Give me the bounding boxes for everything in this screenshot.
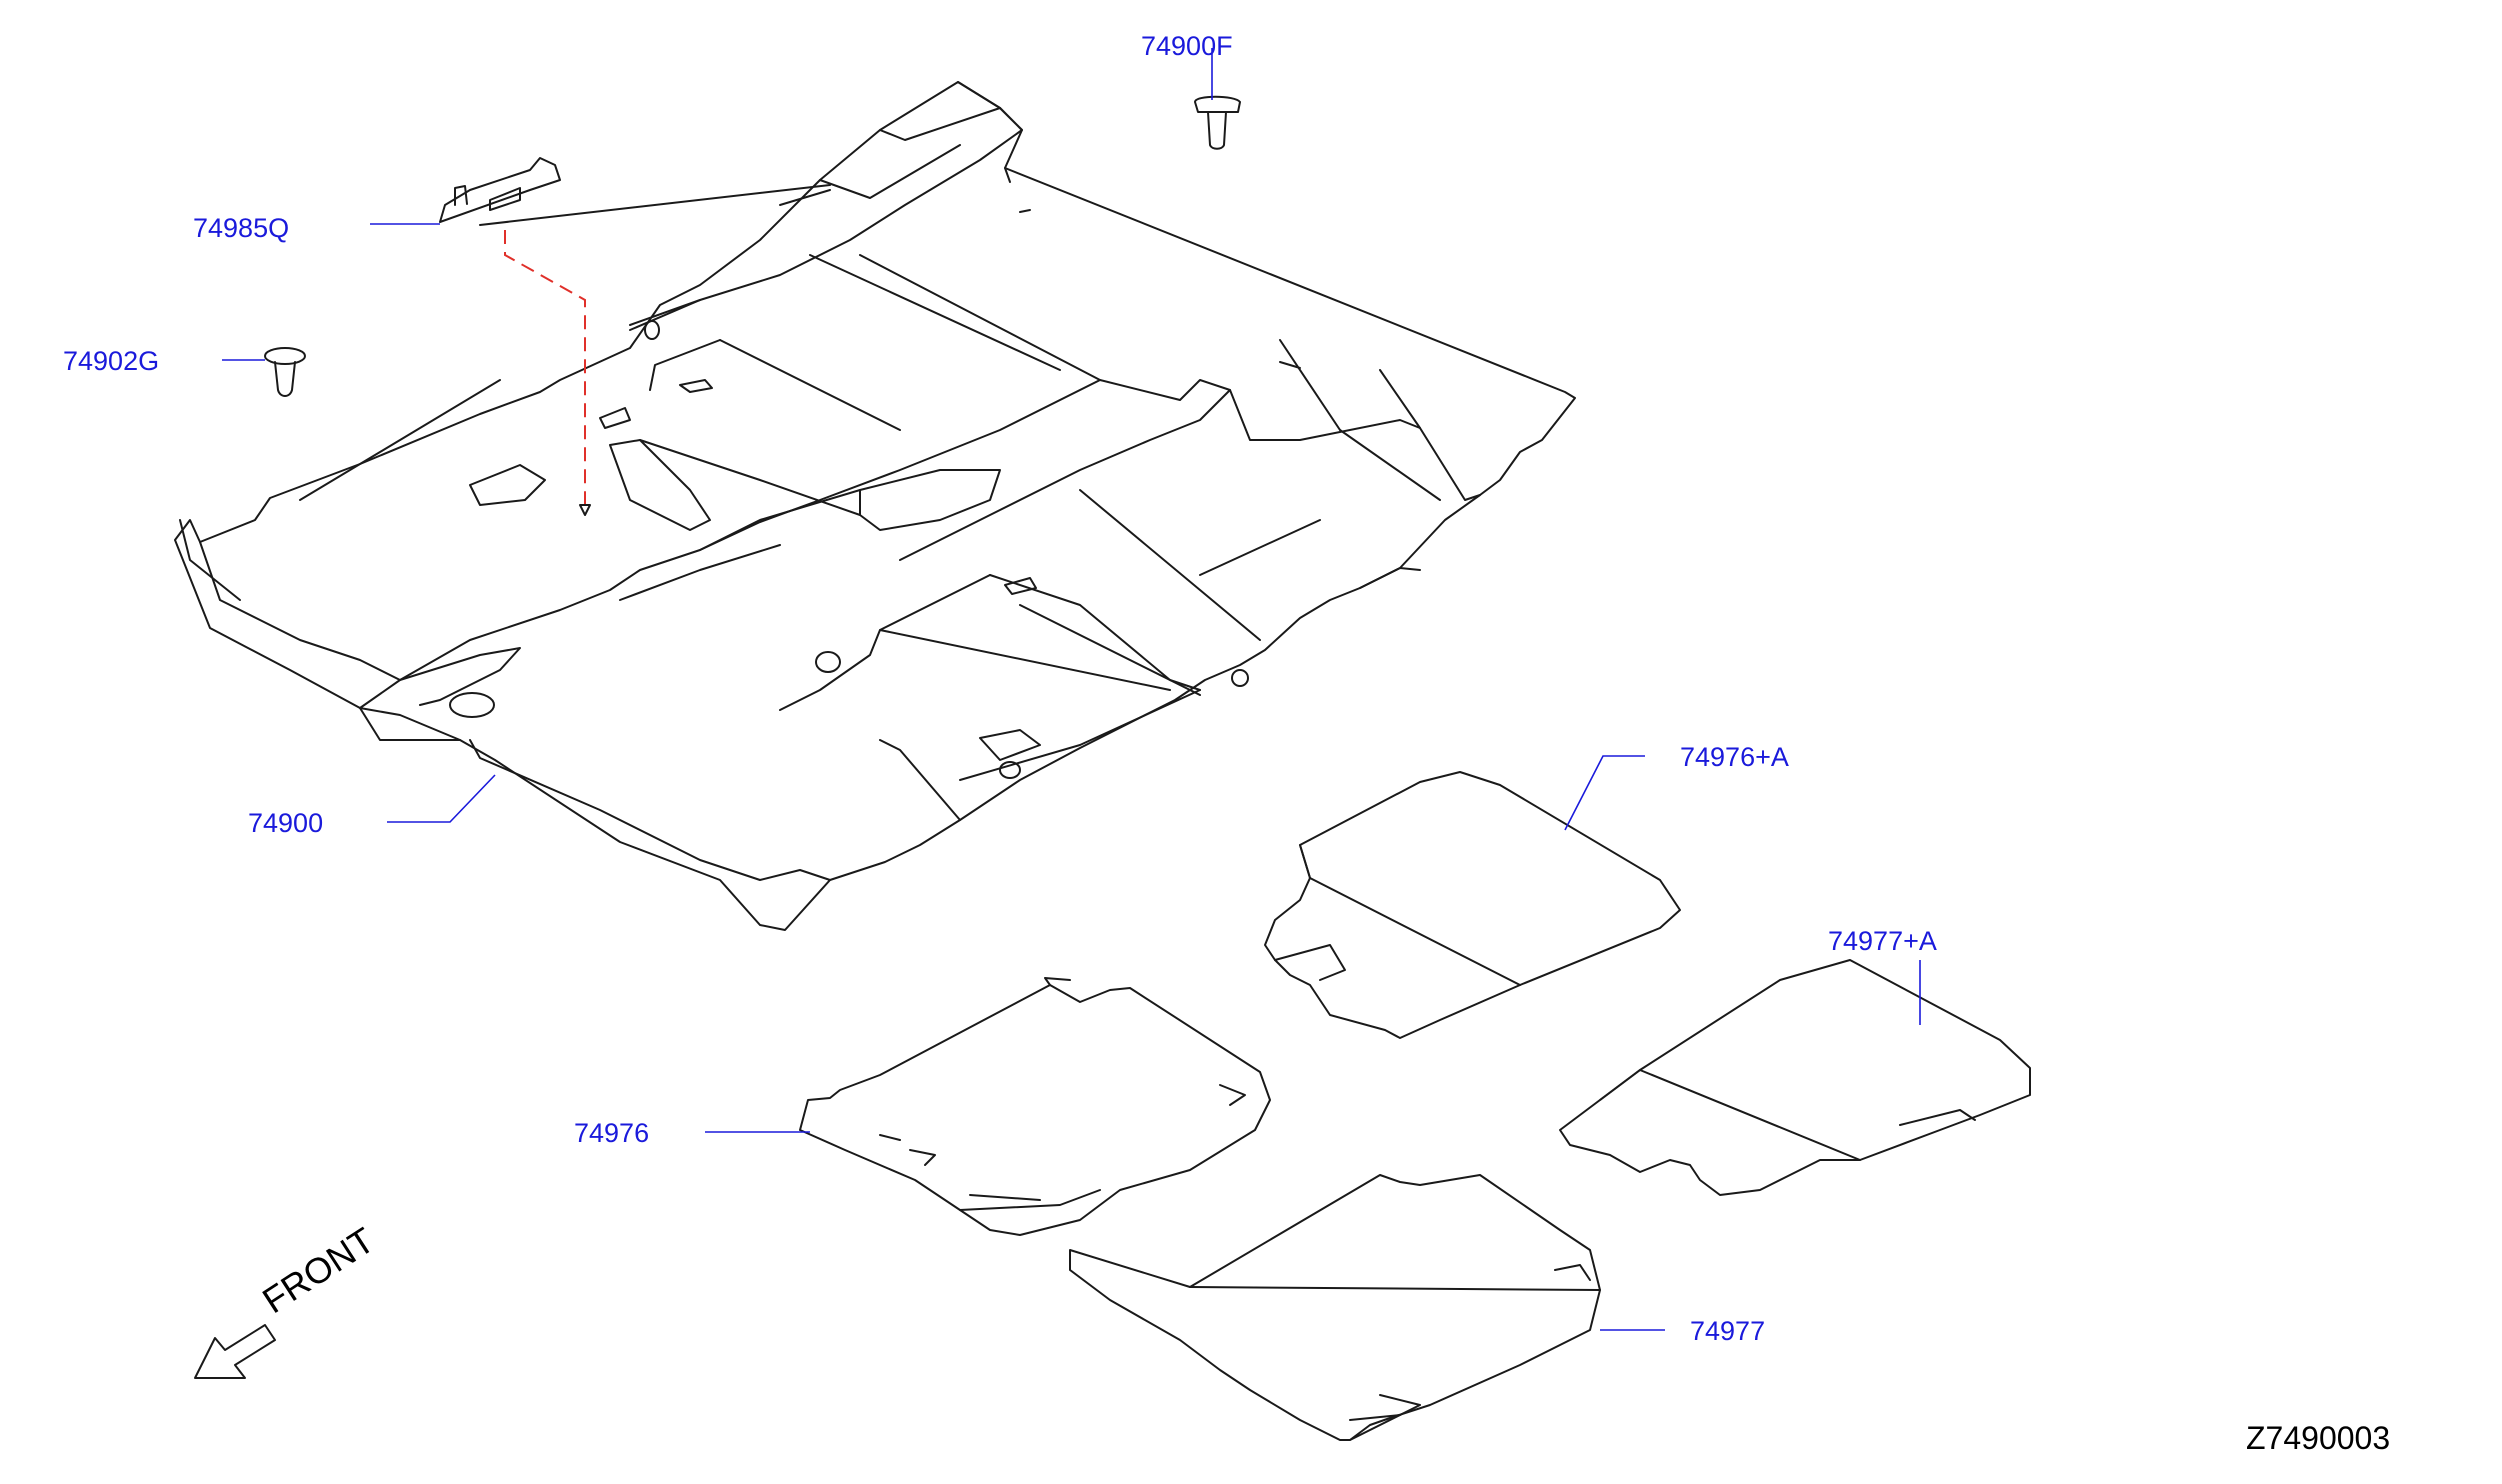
callout-74900F: 74900F bbox=[1141, 31, 1233, 61]
front-arrow-icon bbox=[194, 1324, 276, 1379]
callout-74976: 74976 bbox=[574, 1118, 650, 1148]
callout-74900: 74900 bbox=[248, 808, 324, 838]
mat-74977A bbox=[1559, 959, 2031, 1196]
guide-dashed-line bbox=[504, 230, 586, 510]
diagram-code: Z7490003 bbox=[2246, 1420, 2391, 1456]
callout-74977A: 74977+A bbox=[1828, 926, 1937, 956]
clip-74900F bbox=[1194, 95, 1241, 150]
callout-74976A: 74976+A bbox=[1680, 742, 1789, 772]
mount-point bbox=[579, 504, 591, 516]
mat-74976 bbox=[799, 977, 1271, 1236]
leader-lines bbox=[222, 48, 1921, 1331]
bracket-74985Q bbox=[439, 157, 561, 223]
callout-74985Q: 74985Q bbox=[193, 213, 290, 243]
mat-74976A bbox=[1264, 771, 1681, 1039]
floor-carpet-74900 bbox=[174, 81, 1576, 931]
callout-74902G: 74902G bbox=[63, 346, 160, 376]
clip-74902G bbox=[264, 347, 306, 397]
mat-74977 bbox=[1069, 1174, 1601, 1441]
callout-74977: 74977 bbox=[1690, 1316, 1766, 1346]
